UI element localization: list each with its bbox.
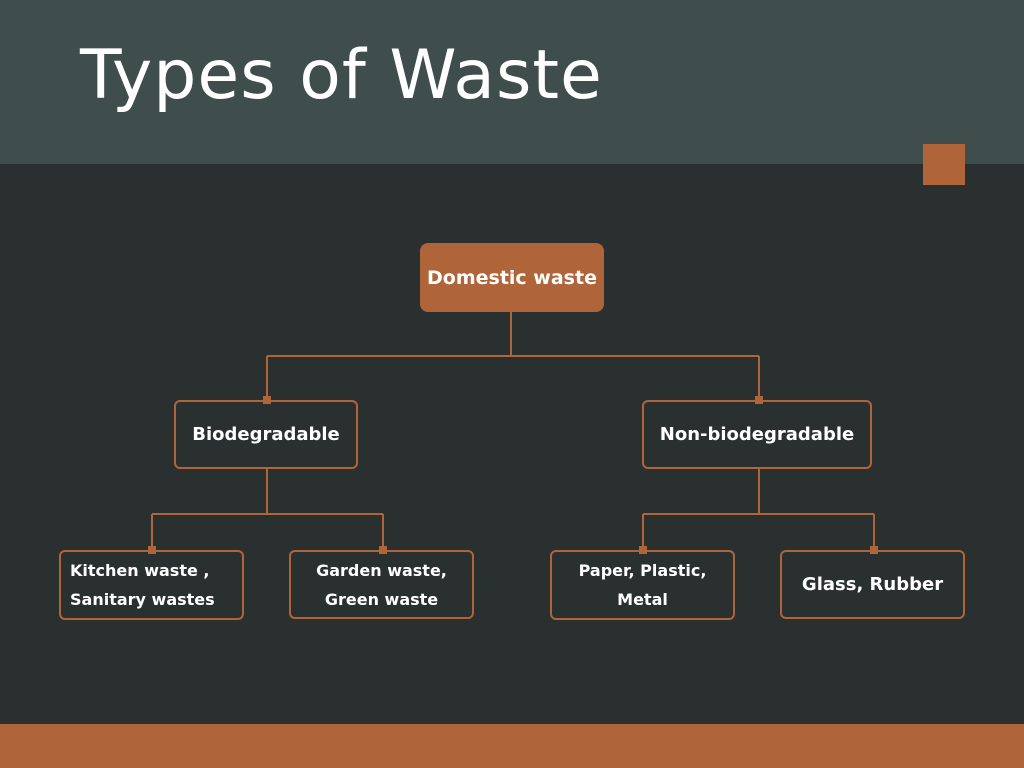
node-kitchen-sanitary-waste: Kitchen waste , Sanitary wastes: [59, 550, 244, 620]
node-label: Biodegradable: [192, 424, 340, 445]
node-domestic-waste: Domestic waste: [420, 243, 604, 312]
node-label: Paper, Plastic, Metal: [578, 561, 707, 609]
footer-bar: [0, 724, 1024, 768]
node-paper-plastic-metal: Paper, Plastic, Metal: [550, 550, 735, 620]
accent-square: [923, 144, 965, 185]
node-label: Domestic waste: [427, 266, 597, 289]
node-label: Garden waste, Green waste: [316, 560, 447, 609]
node-label: Non-biodegradable: [659, 424, 855, 445]
node-glass-rubber: Glass, Rubber: [780, 550, 965, 619]
title-banner: Types of Waste: [0, 0, 1024, 164]
node-label: Glass, Rubber: [801, 574, 944, 595]
node-garden-green-waste: Garden waste, Green waste: [289, 550, 474, 619]
node-label: Kitchen waste , Sanitary wastes: [70, 561, 215, 609]
connector-nonbio-leaves: [642, 468, 875, 550]
connector-biodegradable-leaves: [151, 468, 384, 550]
node-biodegradable: Biodegradable: [174, 400, 358, 469]
slide-title: Types of Waste: [80, 36, 603, 115]
node-non-biodegradable: Non-biodegradable: [642, 400, 872, 469]
connector-root-branches: [266, 312, 760, 400]
